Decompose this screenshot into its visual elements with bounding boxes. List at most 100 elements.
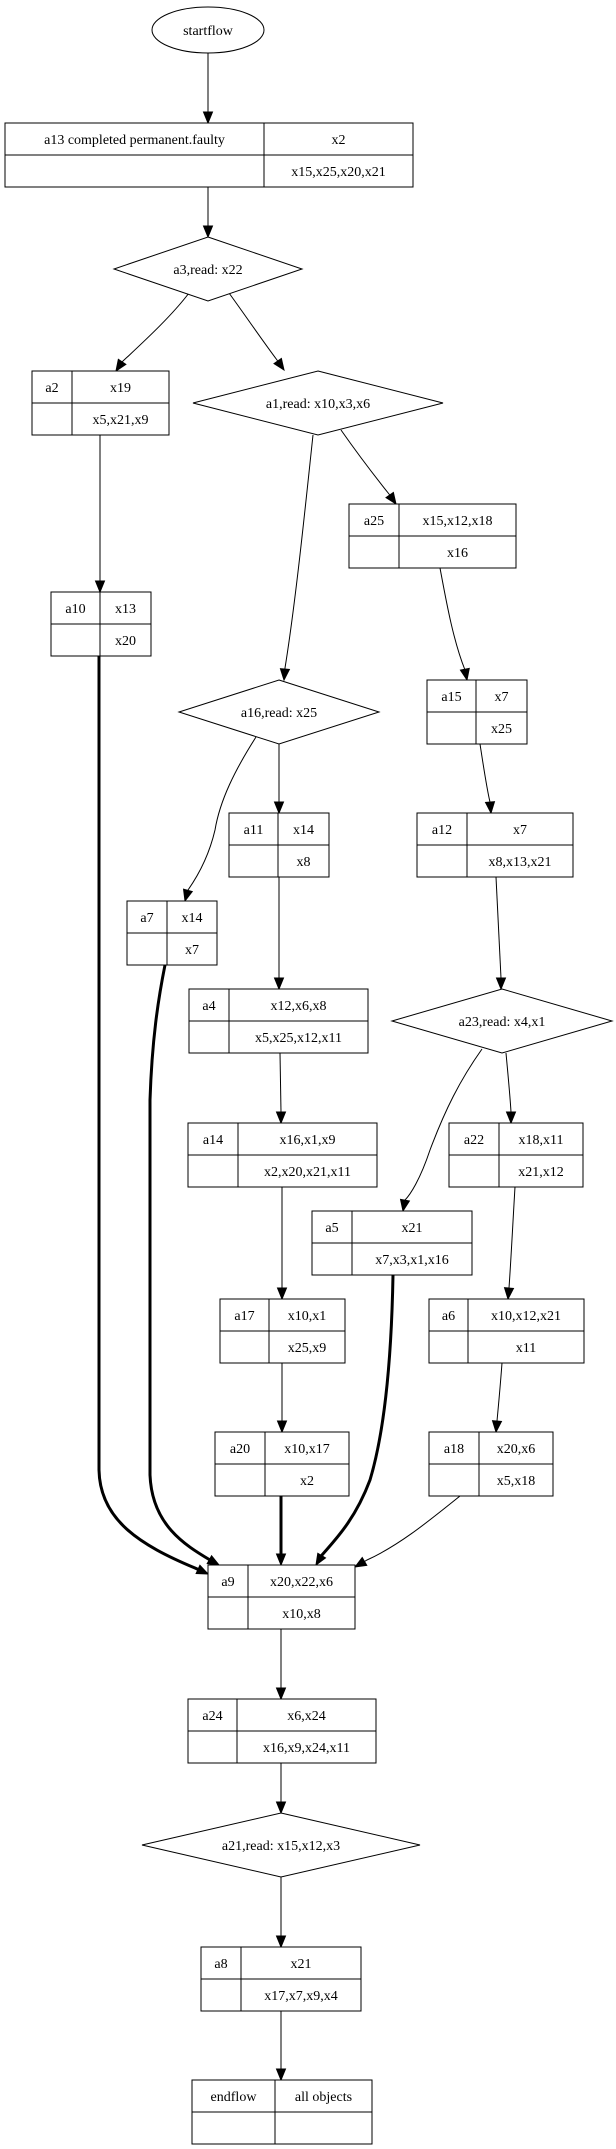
cell-read-objects: x13 (115, 602, 136, 617)
cell-read-objects: x21 (291, 1957, 312, 1972)
cell-read-objects: x10,x12,x21 (491, 1309, 561, 1324)
cell-read-objects: x21 (402, 1221, 423, 1236)
edge-line (284, 434, 314, 670)
decision-diamond (192, 370, 444, 436)
node-a23[interactable]: a23,read: x4,x1 (390, 988, 614, 1054)
cell-activity-name: a4 (202, 999, 215, 1014)
cell-read-objects: x20,x6 (497, 1442, 536, 1457)
cell-write-objects: x25 (491, 722, 512, 737)
cell-write-objects: x11 (516, 1341, 536, 1356)
node-a1[interactable]: a1,read: x10,x3,x6 (192, 370, 444, 436)
edge-a13-to-a3 (202, 187, 214, 239)
cell-write-objects: x15,x25,x20,x21 (291, 165, 386, 180)
edge-a25-to-a15 (439, 567, 470, 682)
cell-read-objects: x7 (495, 690, 509, 705)
edge-startflow-to-a13 (202, 53, 214, 125)
cell-activity-name: a22 (464, 1133, 484, 1148)
edge-a22-to-a6 (503, 1186, 516, 1301)
cell-write-objects: x16 (447, 546, 468, 561)
edge-line (505, 1052, 512, 1113)
node-a21[interactable]: a21,read: x15,x12,x3 (141, 1812, 421, 1878)
arrowhead-icon (385, 491, 397, 506)
edge-a16-to-a7 (182, 736, 257, 903)
start-ellipse (151, 6, 265, 54)
edge-a23-to-a5 (399, 1048, 483, 1213)
cell-read-objects: x14 (182, 911, 203, 926)
cell-activity-name: a14 (203, 1133, 223, 1148)
arrowhead-icon (275, 1935, 287, 1949)
cell-write-objects: x5,x25,x12,x11 (255, 1031, 342, 1046)
node-a6[interactable]: a6 x10,x12,x21 x11 (428, 1298, 585, 1364)
cell-activity-name: a8 (214, 1957, 227, 1972)
cell-activity-name: a6 (442, 1309, 455, 1324)
node-startflow[interactable]: startflow (151, 6, 265, 54)
node-a22[interactable]: a22 x18,x11 x21,x12 (448, 1122, 584, 1188)
decision-diamond (177, 679, 381, 745)
edge-a7-to-a9 (148, 964, 221, 1566)
cell-read-objects: x20,x22,x6 (270, 1575, 333, 1590)
cell-activity-name: a11 (244, 823, 264, 838)
arrowhead-icon (275, 1553, 287, 1567)
cell-write-objects: x2,x20,x21,x11 (264, 1165, 351, 1180)
arrowhead-icon (459, 667, 470, 682)
edge-a20-to-a9 (275, 1496, 287, 1567)
edge-a8-to-endflow (275, 2011, 287, 2082)
cell-write-objects: x20 (115, 634, 136, 649)
decision-diamond (141, 1812, 421, 1878)
arrowhead-icon (182, 888, 194, 903)
node-a3[interactable]: a3,read: x22 (112, 236, 304, 302)
edge-a17-to-a20 (276, 1363, 288, 1434)
cell-write-objects: x21,x12 (518, 1165, 564, 1180)
cell-read-objects: x12,x6,x8 (271, 999, 327, 1014)
edge-a6-to-a18 (491, 1362, 503, 1434)
cell-read-objects: x18,x11 (519, 1133, 564, 1148)
cell-read-objects: x15,x12,x18 (423, 514, 493, 529)
edges-layer (94, 53, 517, 2082)
edge-line (187, 736, 257, 891)
arrowhead-icon (273, 977, 285, 991)
arrowhead-icon (399, 1198, 411, 1213)
arrowhead-icon (276, 1287, 288, 1301)
node-a16[interactable]: a16,read: x25 (177, 679, 381, 745)
cell-write-objects: x25,x9 (288, 1341, 327, 1356)
node-a4[interactable]: a4 x12,x6,x8 x5,x25,x12,x11 (188, 988, 369, 1054)
decision-label: a1,read: x10,x3,x6 (266, 397, 370, 412)
cell-activity-name: a2 (45, 381, 58, 396)
edge-a1-to-a25 (340, 429, 397, 506)
cell-activity-name: a12 (432, 823, 452, 838)
arrowhead-icon (495, 977, 507, 991)
edge-line (279, 1052, 282, 1113)
arrowhead-icon (275, 1687, 287, 1701)
cell-write-objects: x8,x13,x21 (489, 855, 552, 870)
cell-activity-name: a5 (325, 1221, 338, 1236)
edge-a1-to-a16 (279, 434, 314, 682)
edge-a10-to-a9 (97, 656, 210, 1575)
decision-label: a21,read: x15,x12,x3 (222, 1839, 340, 1854)
cell-activity-name: a20 (230, 1442, 250, 1457)
cell-read-objects: x14 (293, 823, 314, 838)
edge-a24-to-a21 (275, 1763, 287, 1815)
cell-activity-name: endflow (211, 2090, 258, 2105)
decision-label: a16,read: x25 (241, 706, 317, 721)
arrowhead-icon (275, 1111, 287, 1125)
edge-line (148, 964, 211, 1562)
edge-a16-to-a11 (273, 744, 285, 815)
